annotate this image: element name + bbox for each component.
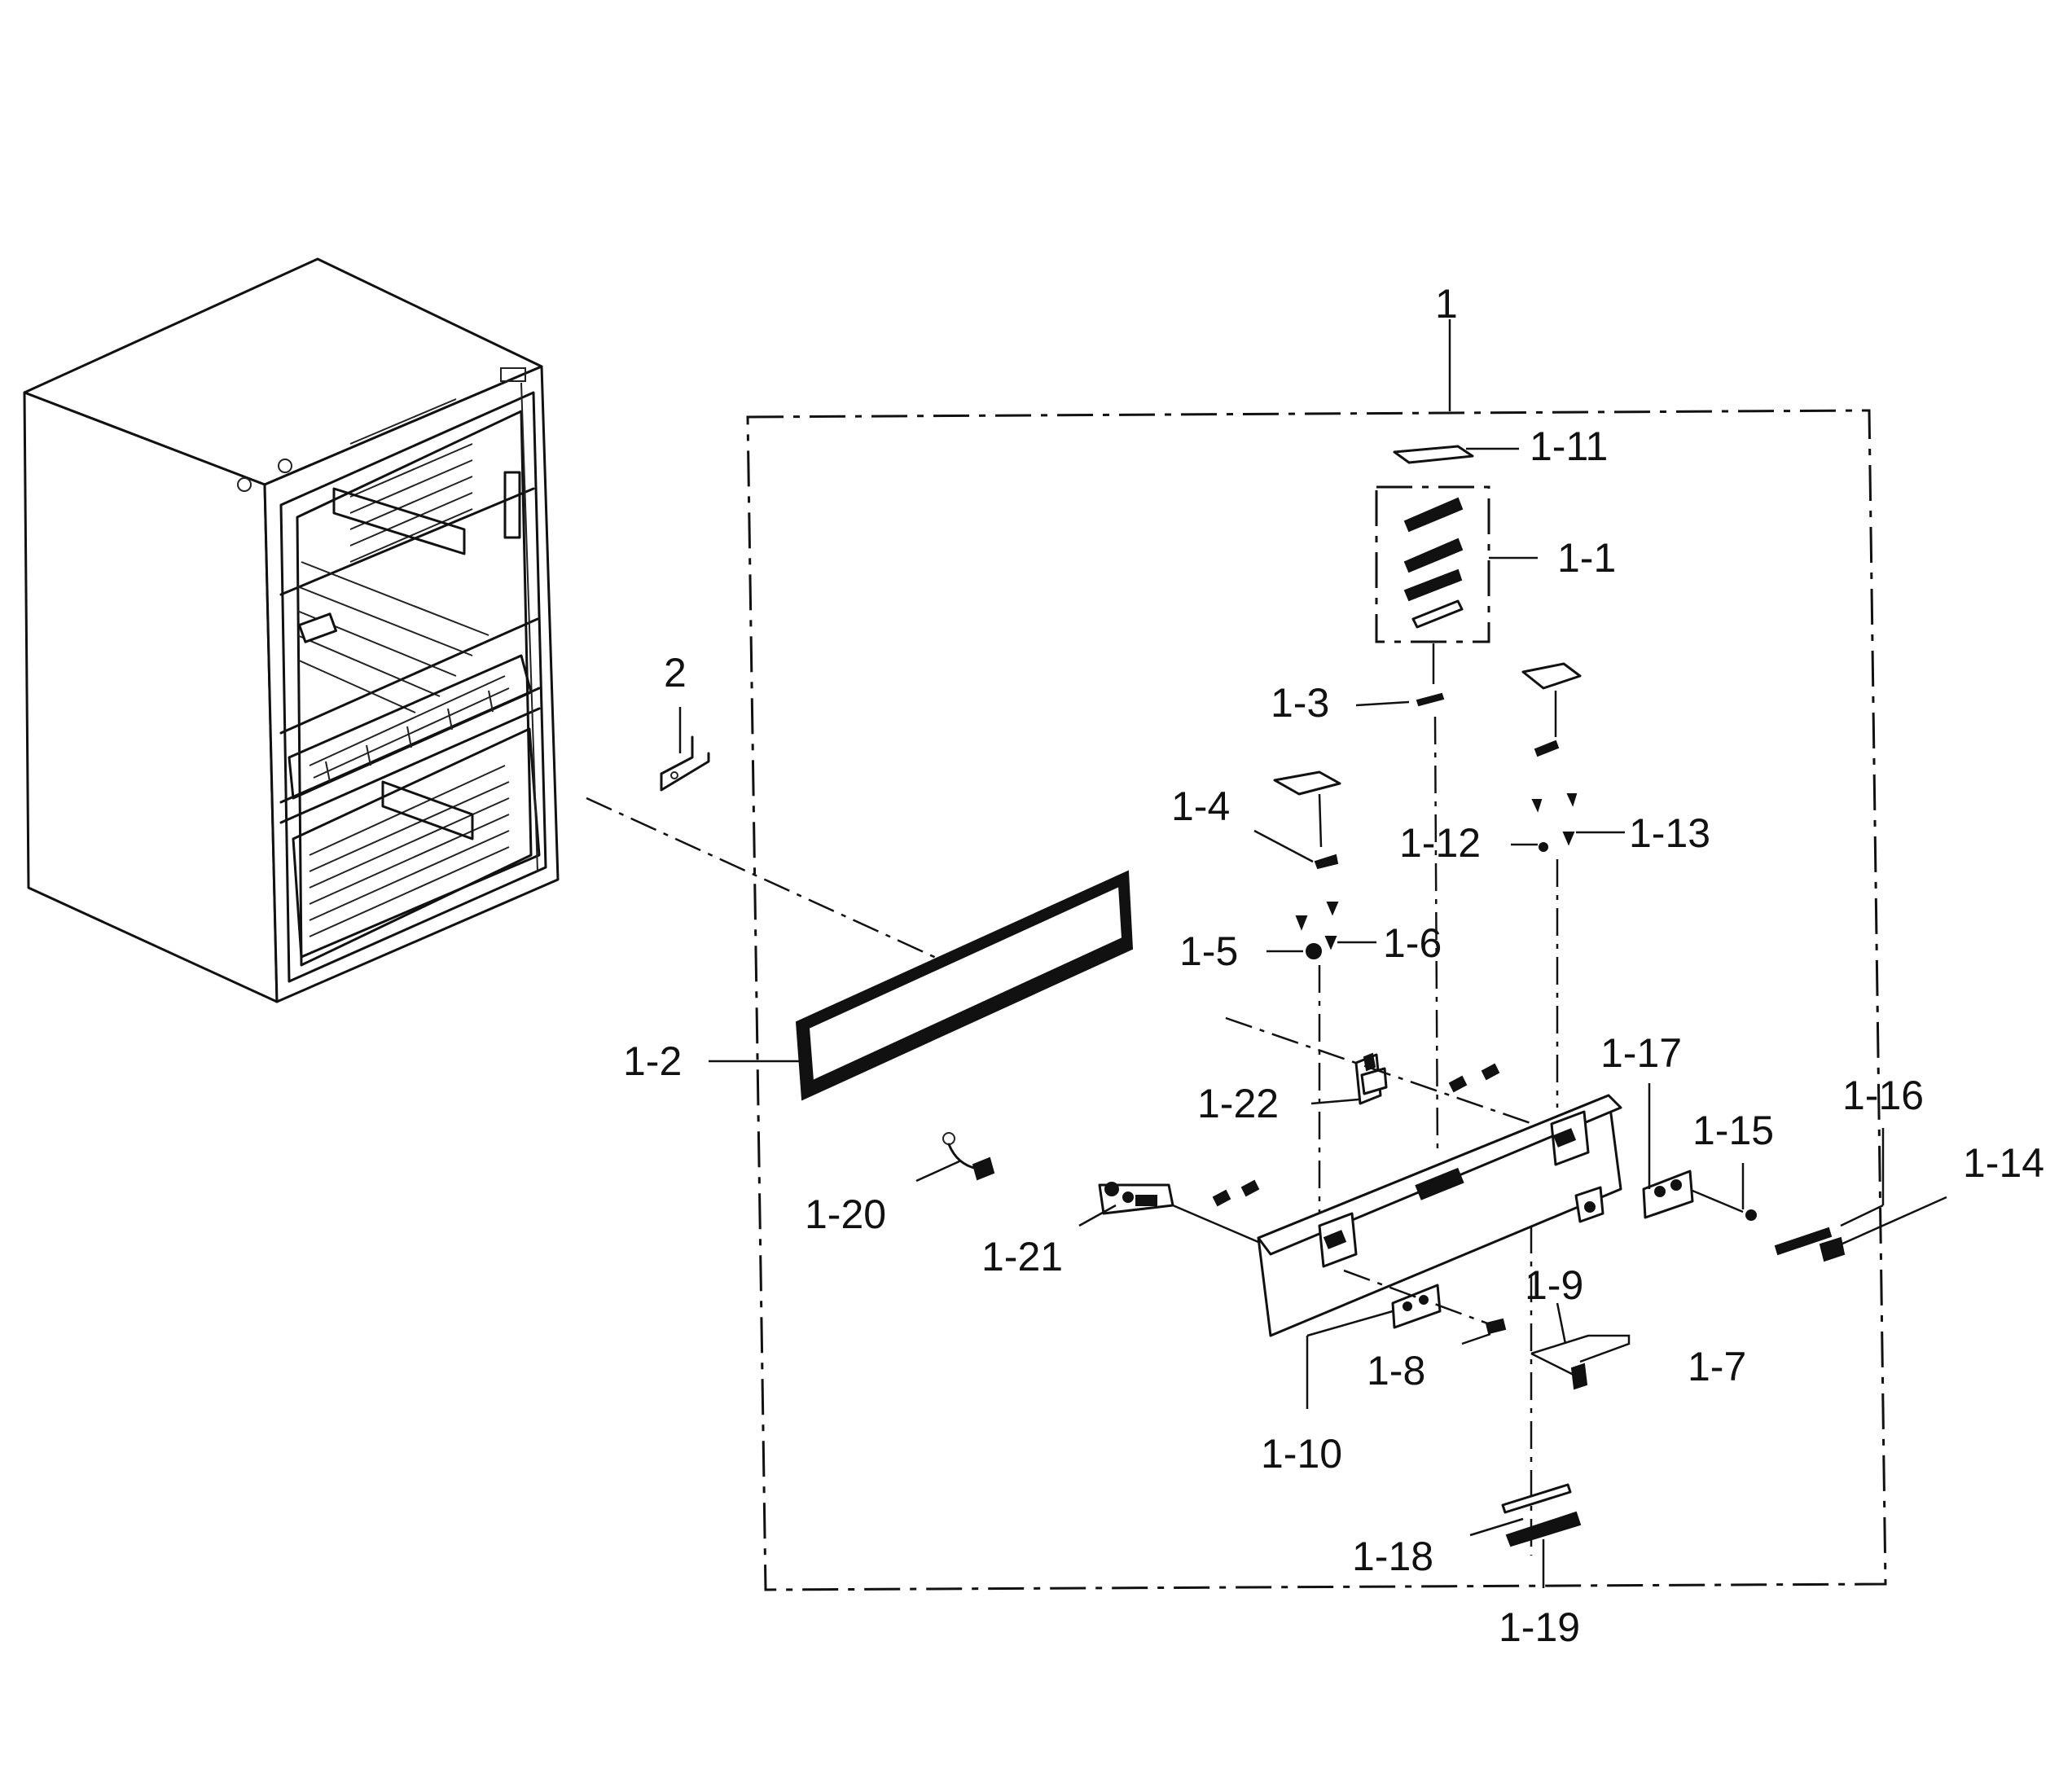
callout-1-2: 1-2 bbox=[623, 1038, 682, 1084]
callout-1-8: 1-8 bbox=[1367, 1348, 1425, 1393]
callout-1-22: 1-22 bbox=[1197, 1081, 1279, 1126]
pin-part-1-16 bbox=[1774, 1227, 1846, 1262]
hinge-cover-left bbox=[1273, 770, 1341, 796]
callout-1-21: 1-21 bbox=[981, 1234, 1063, 1279]
callout-1-9: 1-9 bbox=[1525, 1262, 1583, 1308]
trim-strip-part-1-18 bbox=[1501, 1483, 1572, 1514]
screws-top-of-body bbox=[1212, 1063, 1500, 1207]
callout-1-11: 1-11 bbox=[1530, 424, 1608, 469]
cover-plate-part-1-11 bbox=[1393, 445, 1474, 464]
callout-1-14: 1-14 bbox=[1963, 1140, 2044, 1186]
callout-1-17: 1-17 bbox=[1600, 1030, 1682, 1076]
callout-1-3: 1-3 bbox=[1271, 680, 1329, 726]
callout-1-1: 1-1 bbox=[1557, 535, 1616, 581]
callout-1-12: 1-12 bbox=[1399, 820, 1481, 866]
gasket-frame-part-1-2 bbox=[795, 870, 1134, 1101]
trim-strip-part-1-19 bbox=[1505, 1511, 1582, 1547]
callout-1-15: 1-15 bbox=[1692, 1108, 1774, 1153]
bracket-part-1-17 bbox=[1642, 1170, 1694, 1219]
screw-part-1-13 bbox=[1562, 832, 1575, 846]
screws-part-1-6 bbox=[1295, 902, 1339, 950]
bracket-part-2 bbox=[660, 735, 710, 792]
refrigerator-cabinet bbox=[23, 257, 560, 1003]
callout-1-5: 1-5 bbox=[1179, 928, 1238, 974]
callout-1-4: 1-4 bbox=[1171, 783, 1230, 829]
callout-2: 2 bbox=[664, 650, 687, 696]
hinge-set-group-box bbox=[1375, 485, 1490, 643]
callout-1-6: 1-6 bbox=[1383, 920, 1442, 966]
callout-1-10: 1-10 bbox=[1261, 1431, 1342, 1477]
bracket-part-1-8 bbox=[1391, 1284, 1442, 1329]
washer-part-1-5 bbox=[1306, 943, 1322, 959]
screws-part-1-12 bbox=[1531, 793, 1578, 852]
hinge-plate-part-1-4 bbox=[1314, 854, 1339, 870]
shim-part-1-3 bbox=[1416, 692, 1445, 707]
callout-1-19: 1-19 bbox=[1499, 1604, 1580, 1650]
screw-part-1-9 bbox=[1485, 1318, 1507, 1335]
callout-labels: 1 1-11 1-1 2 1-3 1-4 1-12 1-13 1-5 1-6 1… bbox=[623, 281, 2044, 1650]
callout-1: 1 bbox=[1435, 281, 1458, 327]
front-trim-body bbox=[1257, 1094, 1622, 1337]
assembly-boundary bbox=[746, 409, 1887, 1591]
hinge-set-part-1-1 bbox=[1403, 497, 1464, 629]
wire-harness-part-1-20 bbox=[942, 1132, 995, 1181]
callout-1-7: 1-7 bbox=[1688, 1344, 1746, 1389]
callout-1-20: 1-20 bbox=[805, 1192, 886, 1237]
screw-part-1-7 bbox=[1570, 1363, 1588, 1390]
hinge-plate-right bbox=[1534, 739, 1560, 757]
callout-1-13: 1-13 bbox=[1629, 810, 1710, 856]
callout-1-16: 1-16 bbox=[1842, 1073, 1924, 1118]
hinge-cover-right bbox=[1521, 662, 1582, 690]
washer-part-1-15 bbox=[1745, 1209, 1757, 1221]
clip-part-1-22 bbox=[1354, 1052, 1388, 1105]
callout-1-18: 1-18 bbox=[1352, 1534, 1433, 1579]
